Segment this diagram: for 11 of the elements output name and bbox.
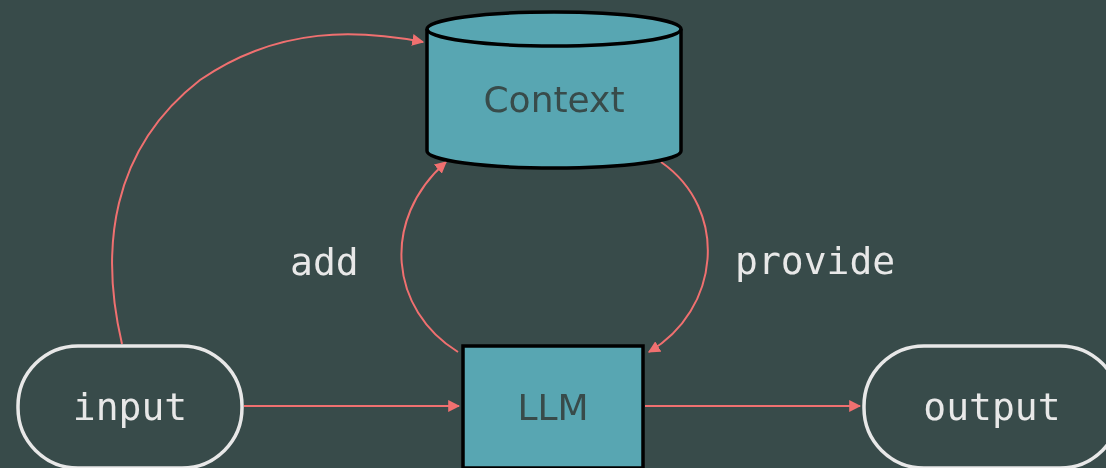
arrow: [648, 161, 709, 353]
arrow: [111, 33, 425, 345]
node-label: output: [923, 385, 1061, 429]
node-label: LLM: [517, 386, 589, 428]
node-label: input: [72, 385, 188, 429]
edge-label: provide: [735, 239, 896, 283]
edge-label: add: [290, 240, 359, 284]
arrow: [400, 161, 459, 353]
node-label: Context: [483, 78, 625, 120]
arrow: [243, 400, 461, 412]
arrow: [644, 400, 862, 412]
